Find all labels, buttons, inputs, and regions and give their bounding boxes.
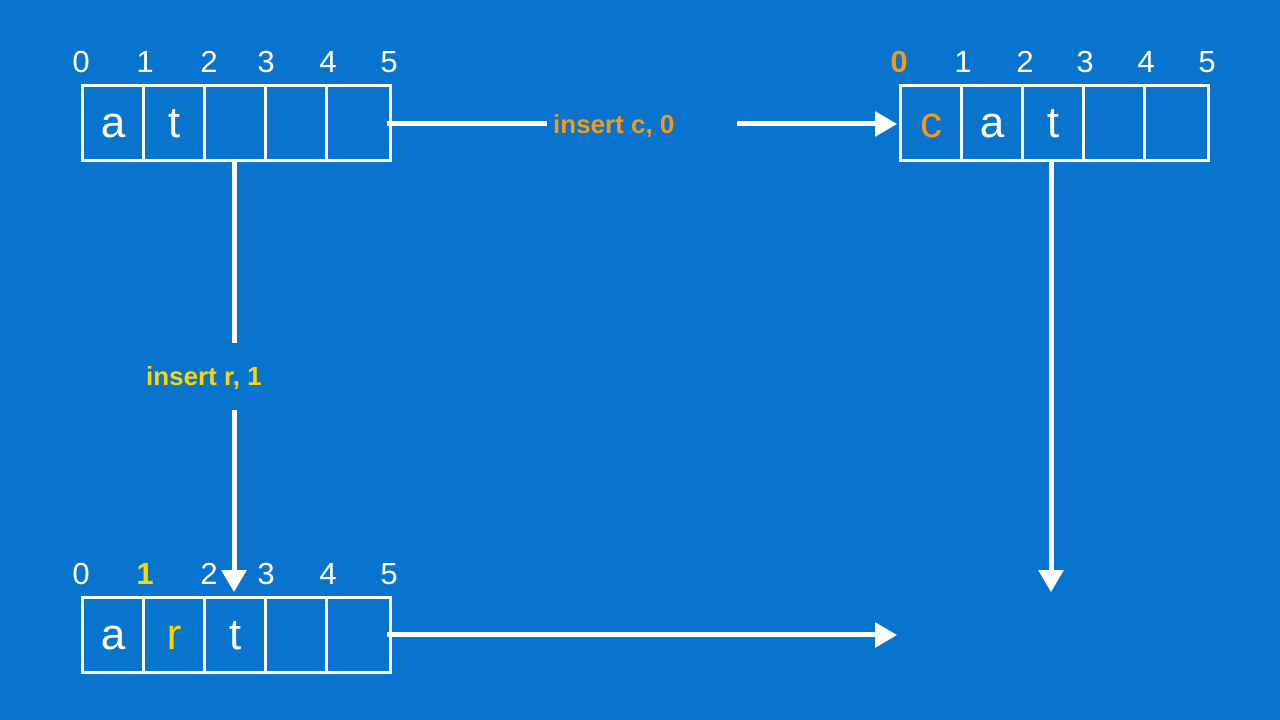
- index-label-2: 2: [1016, 44, 1034, 79]
- arrowhead-right-icon: [875, 622, 897, 648]
- index-label-3: 3: [257, 556, 275, 591]
- array-cell-inserted: r: [145, 599, 206, 671]
- index-label-5: 5: [380, 556, 398, 591]
- array-cell-inserted: c: [902, 87, 963, 159]
- array-cell: t: [206, 599, 267, 671]
- index-label-1: 1: [954, 44, 972, 79]
- index-label-2: 2: [200, 556, 218, 591]
- array-cell: t: [145, 87, 206, 159]
- edge-label-insert-c: insert c, 0: [553, 109, 675, 139]
- index-label-3: 3: [1076, 44, 1094, 79]
- array-cell: [1085, 87, 1146, 159]
- edge-insert-c-right-segment: [737, 121, 877, 126]
- array-cells-cat: c a t: [899, 84, 1210, 162]
- array-cell: [328, 87, 389, 159]
- edge-label-insert-r: insert r, 1: [146, 361, 262, 391]
- index-label-4: 4: [1137, 44, 1155, 79]
- index-label-0: 0: [72, 556, 90, 591]
- array-cell: t: [1024, 87, 1085, 159]
- arrowhead-down-icon: [1038, 570, 1064, 592]
- index-label-1: 1: [136, 44, 154, 79]
- index-label-1-highlighted: 1: [136, 556, 154, 591]
- array-cell: [267, 87, 328, 159]
- array-cell: [328, 599, 389, 671]
- index-label-3: 3: [257, 44, 275, 79]
- index-label-5: 5: [1198, 44, 1216, 79]
- array-cell: a: [963, 87, 1024, 159]
- array-cell: [267, 599, 328, 671]
- array-cells-art: a r t: [81, 596, 392, 674]
- array-cell: [206, 87, 267, 159]
- array-cell: a: [84, 87, 145, 159]
- arrowhead-right-icon: [875, 111, 897, 137]
- edge-cat-outgoing-line: [1049, 160, 1054, 572]
- index-label-4: 4: [319, 556, 337, 591]
- array-cell: [1146, 87, 1207, 159]
- edge-art-outgoing-line: [387, 632, 877, 637]
- array-cell: a: [84, 599, 145, 671]
- array-cells-at: a t: [81, 84, 392, 162]
- index-label-5: 5: [380, 44, 398, 79]
- index-label-0-highlighted: 0: [890, 44, 908, 79]
- arrowhead-down-icon: [221, 570, 247, 592]
- index-label-0: 0: [72, 44, 90, 79]
- edge-insert-c-left-segment: [387, 121, 547, 126]
- index-label-2: 2: [200, 44, 218, 79]
- edge-insert-r-lower-segment: [232, 410, 237, 573]
- index-label-4: 4: [319, 44, 337, 79]
- edge-insert-r-upper-segment: [232, 160, 237, 343]
